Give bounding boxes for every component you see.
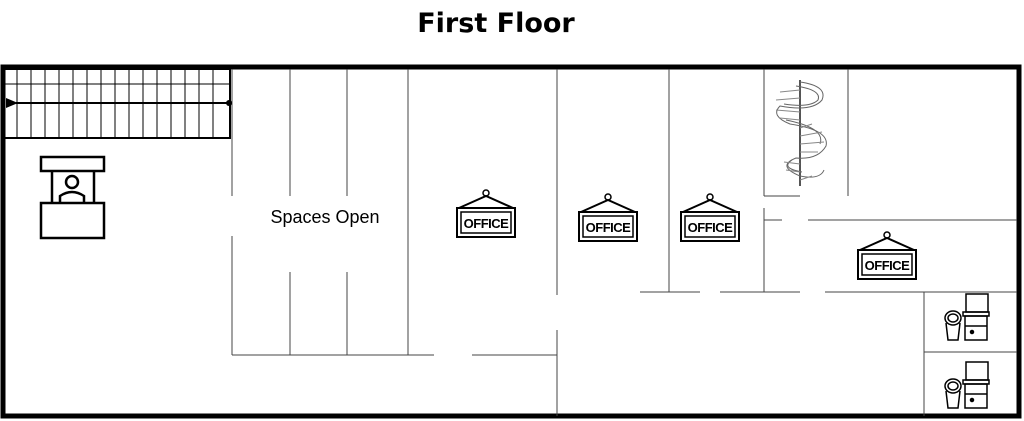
- toilet-sink-icon: [944, 361, 990, 409]
- reception-desk-icon: [39, 155, 106, 240]
- floor-title: First Floor: [417, 8, 575, 39]
- office-sign-label: OFFICE: [865, 258, 910, 273]
- office-sign-label: OFFICE: [688, 220, 733, 235]
- office-sign-icon: OFFICE: [578, 193, 638, 242]
- toilet-sink-icon: [944, 293, 990, 341]
- spiral-staircase-icon: [775, 80, 827, 186]
- office-sign-icon: OFFICE: [456, 189, 516, 238]
- office-sign-label: OFFICE: [586, 220, 631, 235]
- office-sign-label: OFFICE: [464, 216, 509, 231]
- staircase-icon: [3, 68, 232, 139]
- office-sign-icon: OFFICE: [680, 193, 740, 242]
- open-space-label: Spaces Open: [270, 207, 379, 227]
- interior-partitions: [231, 69, 1017, 416]
- office-sign-icon: OFFICE: [857, 231, 917, 280]
- outer-wall: [0, 64, 1022, 419]
